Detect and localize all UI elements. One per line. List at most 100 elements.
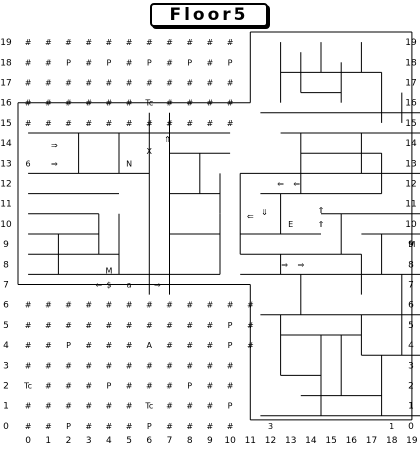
- blocked-cell: #: [85, 119, 92, 128]
- x-axis-label: 16: [346, 436, 358, 446]
- blocked-cell: #: [65, 99, 72, 108]
- blocked-cell: #: [207, 79, 214, 88]
- map-symbol: $: [106, 281, 111, 290]
- y-axis-label-right: 9: [408, 240, 414, 250]
- y-axis-label: 1: [3, 402, 9, 412]
- y-axis-label: 11: [0, 200, 11, 210]
- blocked-cell: #: [65, 38, 72, 47]
- y-axis-label: 7: [3, 281, 9, 291]
- blocked-cell: #: [126, 301, 133, 310]
- blocked-cell: #: [106, 402, 113, 411]
- blocked-cell: #: [65, 321, 72, 330]
- blocked-cell: #: [207, 99, 214, 108]
- map-symbol: P: [228, 58, 233, 67]
- blocked-cell: #: [247, 321, 254, 330]
- y-axis-label: 8: [3, 260, 9, 270]
- x-axis-label: 0: [25, 436, 31, 446]
- blocked-cell: #: [45, 58, 52, 67]
- map-symbol: P: [228, 341, 233, 350]
- blocked-cell: #: [45, 382, 52, 391]
- blocked-cell: #: [207, 119, 214, 128]
- blocked-cell: #: [25, 422, 32, 431]
- x-axis-label: 13: [285, 436, 296, 446]
- blocked-cell: #: [227, 422, 234, 431]
- blocked-cell: #: [166, 321, 173, 330]
- map-symbol: A: [147, 341, 153, 350]
- y-axis-label-right: 0: [408, 422, 414, 432]
- y-axis-label-right: 12: [405, 180, 416, 190]
- blocked-cell: #: [146, 119, 153, 128]
- y-axis-label: 16: [0, 99, 12, 109]
- y-axis-label-right: 5: [408, 321, 414, 331]
- blocked-cell: #: [186, 79, 193, 88]
- blocked-cell: #: [166, 301, 173, 310]
- blocked-cell: #: [25, 119, 32, 128]
- blocked-cell: #: [166, 119, 173, 128]
- blocked-cell: #: [85, 341, 92, 350]
- blocked-cell: #: [126, 341, 133, 350]
- blocked-cell: #: [85, 38, 92, 47]
- arrow-icon: ⇐: [95, 281, 102, 290]
- map-symbol: P: [66, 341, 71, 350]
- map-symbol: 3: [268, 422, 273, 431]
- blocked-cell: #: [186, 341, 193, 350]
- arrow-icon: ⇒: [51, 159, 58, 168]
- y-axis-label: 19: [0, 38, 12, 48]
- x-axis-label: 14: [305, 436, 317, 446]
- y-axis-label-right: 18: [405, 58, 417, 68]
- y-axis-label-right: 3: [408, 361, 414, 371]
- y-axis-label: 17: [0, 79, 11, 89]
- blocked-cell: #: [166, 361, 173, 370]
- blocked-cell: #: [207, 38, 214, 47]
- blocked-cell: #: [106, 119, 113, 128]
- map-symbol: 6: [26, 159, 31, 168]
- map-symbol: P: [147, 58, 152, 67]
- blocked-cell: #: [227, 301, 234, 310]
- blocked-cell: #: [45, 99, 52, 108]
- map-symbol: P: [66, 58, 71, 67]
- y-axis-label: 2: [3, 382, 9, 392]
- blocked-cell: #: [207, 402, 214, 411]
- blocked-cell: #: [227, 382, 234, 391]
- blocked-cell: #: [227, 99, 234, 108]
- map-symbol: M: [408, 240, 415, 249]
- y-axis-label-right: 2: [408, 382, 414, 392]
- blocked-cell: #: [65, 361, 72, 370]
- blocked-cell: #: [106, 422, 113, 431]
- blocked-cell: #: [85, 79, 92, 88]
- y-axis-label: 0: [3, 422, 9, 432]
- blocked-cell: #: [227, 119, 234, 128]
- arrow-icon: ⇒: [154, 281, 161, 290]
- blocked-cell: #: [146, 301, 153, 310]
- map-symbol: Tc: [144, 402, 153, 411]
- arrow-icon: ⇒: [297, 260, 304, 269]
- y-axis-label-right: 11: [405, 200, 416, 210]
- x-axis-label: 17: [366, 436, 377, 446]
- x-axis-label: 18: [386, 436, 398, 446]
- blocked-cell: #: [207, 301, 214, 310]
- y-axis-label-right: 4: [408, 341, 414, 351]
- arrow-icon: ⇓: [261, 208, 268, 217]
- blocked-cell: #: [85, 321, 92, 330]
- blocked-cell: #: [186, 402, 193, 411]
- map-symbol: M: [105, 266, 112, 275]
- y-axis-label-right: 10: [405, 220, 417, 230]
- blocked-cell: #: [126, 119, 133, 128]
- blocked-cell: #: [146, 361, 153, 370]
- map-symbol: P: [106, 382, 111, 391]
- blocked-cell: #: [65, 402, 72, 411]
- x-axis-label: 10: [224, 436, 236, 446]
- y-axis-label-right: 1: [408, 402, 414, 412]
- blocked-cell: #: [186, 38, 193, 47]
- arrow-icon: ⇑: [164, 135, 171, 144]
- blocked-cell: #: [126, 361, 133, 370]
- blocked-cell: #: [126, 79, 133, 88]
- y-axis-label-right: 13: [405, 159, 416, 169]
- blocked-cell: #: [146, 321, 153, 330]
- blocked-cell: #: [166, 402, 173, 411]
- floor-title: Floor5: [150, 3, 268, 27]
- blocked-cell: #: [85, 402, 92, 411]
- blocked-cell: #: [85, 99, 92, 108]
- blocked-cell: #: [25, 38, 32, 47]
- blocked-cell: #: [126, 58, 133, 67]
